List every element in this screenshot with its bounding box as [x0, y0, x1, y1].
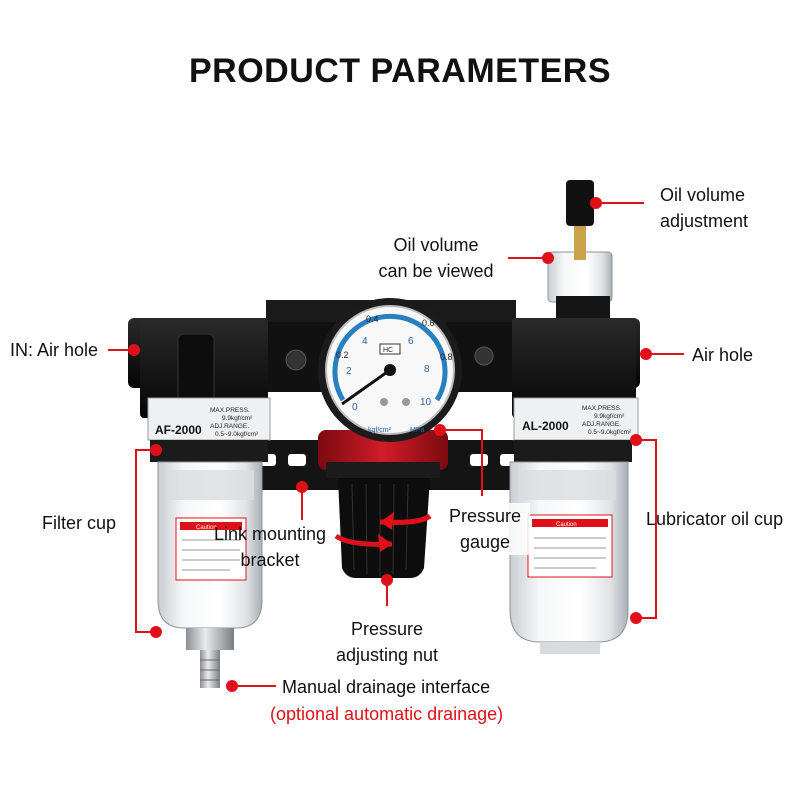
- dot-nut: [381, 574, 393, 586]
- svg-text:ADJ.RANGE.: ADJ.RANGE.: [210, 423, 249, 430]
- label-pressure-gauge: Pressure gauge: [440, 503, 530, 555]
- svg-text:0.4: 0.4: [366, 314, 379, 324]
- svg-text:MAX.PRESS.: MAX.PRESS.: [210, 407, 250, 414]
- rotation-arrows: [334, 512, 432, 552]
- label-oil-volume-adjustment: Oil volume adjustment: [660, 185, 749, 231]
- dot-lube-top: [630, 434, 642, 446]
- lubricator-head: AL-2000 MAX.PRESS. 9.9kgf/cm² ADJ.RANGE.…: [512, 180, 639, 462]
- svg-text:Caution: Caution: [196, 525, 217, 531]
- svg-text:HC: HC: [383, 347, 393, 354]
- lubricator-model-label: AL-2000: [522, 419, 569, 433]
- dot-lube-bottom: [630, 612, 642, 624]
- svg-text:9.9kgf/cm²: 9.9kgf/cm²: [594, 413, 625, 420]
- dot-gauge: [434, 424, 446, 436]
- svg-text:MPa: MPa: [410, 427, 425, 434]
- dot-oil-adjust: [590, 197, 602, 209]
- svg-text:0.2: 0.2: [336, 350, 349, 360]
- filter-model-label: AF-2000: [155, 423, 202, 437]
- svg-text:8: 8: [424, 364, 430, 375]
- svg-text:0.8: 0.8: [440, 352, 453, 362]
- lubricator-bowl: Caution: [509, 461, 629, 654]
- dot-filter-bottom: [150, 626, 162, 638]
- label-lubricator-oil-cup: Lubricator oil cup: [646, 509, 784, 529]
- svg-text:MAX.PRESS.: MAX.PRESS.: [582, 405, 622, 412]
- filter-bowl: Caution: [157, 461, 263, 688]
- label-link-mounting-bracket: Link mounting bracket: [213, 524, 327, 570]
- svg-text:9.9kgf/cm²: 9.9kgf/cm²: [222, 415, 253, 422]
- svg-text:kgf/cm²: kgf/cm²: [368, 427, 392, 434]
- label-oil-volume-viewed: Oil volume can be viewed: [378, 235, 494, 281]
- label-manual-drainage: Manual drainage interface: [282, 677, 491, 697]
- dot-bracket: [296, 481, 308, 493]
- dot-in-air-hole: [128, 344, 140, 356]
- svg-text:0.5~9.0kgf/cm²: 0.5~9.0kgf/cm²: [588, 429, 632, 436]
- svg-text:2: 2: [346, 366, 352, 377]
- label-optional-drainage: (optional automatic drainage): [270, 704, 504, 724]
- filter-head: AF-2000 MAX.PRESS. 9.9kgf/cm² ADJ.RANGE.…: [140, 318, 271, 462]
- pressure-gauge: 0 2 4 6 8 10 0.2 0.4 0.6 0.8 HC kgf/cm² …: [318, 298, 462, 442]
- label-air-hole: Air hole: [692, 345, 754, 365]
- callouts: [108, 202, 684, 687]
- svg-text:6: 6: [408, 336, 414, 347]
- svg-text:Caution: Caution: [556, 522, 577, 528]
- svg-text:ADJ.RANGE.: ADJ.RANGE.: [582, 421, 621, 428]
- dot-air-hole: [640, 348, 652, 360]
- svg-text:0.6: 0.6: [422, 318, 435, 328]
- label-in-air-hole: IN: Air hole: [10, 340, 99, 360]
- dot-oil-view: [542, 252, 554, 264]
- svg-text:4: 4: [362, 336, 368, 347]
- label-pressure-adjusting-nut: Pressure adjusting nut: [335, 619, 439, 665]
- dot-drain: [226, 680, 238, 692]
- svg-text:10: 10: [420, 397, 432, 408]
- page-title: PRODUCT PARAMETERS: [188, 52, 612, 90]
- svg-text:0: 0: [352, 402, 358, 413]
- label-filter-cup: Filter cup: [42, 513, 117, 533]
- regulator: [318, 430, 448, 578]
- svg-text:0.5~9.0kgf/cm²: 0.5~9.0kgf/cm²: [215, 431, 259, 438]
- callout-dots: [128, 197, 652, 692]
- dot-filter-top: [150, 444, 162, 456]
